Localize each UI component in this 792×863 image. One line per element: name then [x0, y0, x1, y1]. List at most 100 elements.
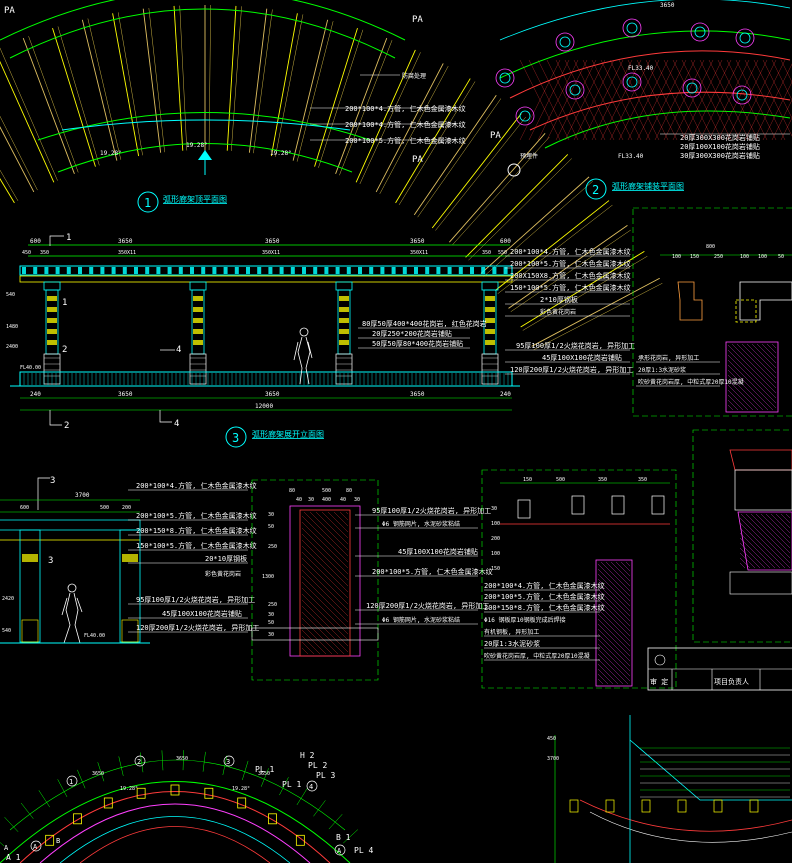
elev-dim-sub-5: 350X11: [410, 250, 428, 256]
rafter: [145, 267, 150, 274]
hatch-line: [744, 59, 786, 141]
roof-slat-edge: [57, 26, 100, 166]
column-band: [193, 329, 203, 334]
roof-slat-edge: [379, 65, 449, 194]
hatch-line: [597, 593, 631, 627]
roof-slat-edge: [522, 255, 648, 331]
column-base-outer: [622, 72, 642, 92]
bottom-dim-3: 3650: [258, 771, 270, 777]
hatch-line: [620, 561, 631, 572]
hatch-line: [760, 513, 791, 544]
rafter: [257, 267, 262, 274]
rafter: [122, 267, 127, 274]
hatch-line: [597, 618, 631, 652]
hatch-line: [727, 364, 774, 411]
plan2-callout-1: 20厚300X300花岗岩铺贴: [680, 133, 760, 142]
roof-slat-edge: [533, 283, 663, 351]
hatch-line: [301, 635, 321, 655]
hatch-line: [301, 587, 349, 635]
roof-slat-edge: [87, 18, 122, 160]
plan1-callout-1: 200*100*4.方管, 仁木色金属漆木纹: [345, 104, 466, 113]
rafter: [492, 267, 497, 274]
roof-slat: [0, 60, 55, 183]
section-callout-1: 200*100*4.方管, 仁木色金属漆木纹: [136, 481, 257, 490]
elev-title: 弧形廊架展开立面图: [252, 429, 324, 439]
hatch-line: [672, 59, 714, 141]
beam-dim-1: 150: [523, 477, 532, 483]
rafter: [111, 267, 116, 274]
roof-slat-edge: [318, 29, 364, 168]
roof-slat: [395, 78, 471, 204]
rafter: [279, 267, 284, 274]
tick: [202, 751, 206, 772]
rafter: [358, 267, 362, 274]
tick: [118, 756, 124, 776]
hatch-line: [301, 623, 333, 655]
column-footing: [268, 813, 277, 825]
plan2-title: 弧形廊架铺装平面图: [612, 181, 684, 191]
bottom-plan-dims: 3650 3650 3650 19.28° 19.28°: [92, 756, 270, 792]
joist: [749, 799, 759, 813]
hatch-line: [600, 59, 642, 141]
section-dim-2: 500: [100, 505, 109, 511]
rafter: [190, 267, 194, 274]
roof-slat-edge: [296, 21, 334, 162]
detail-top-right: 800 100 150 250 100 100 50 承形花岗岩, 异形加工 2…: [632, 207, 792, 417]
col-side-dim-2: 50: [268, 524, 274, 530]
hatch-line: [597, 583, 631, 617]
beam-callout-2: 200*100*5.方管, 仁木色金属漆木纹: [484, 592, 605, 601]
hatch-line: [636, 59, 678, 141]
bottom-dim-1: 3650: [92, 771, 104, 777]
roof-slat: [375, 63, 444, 193]
tick: [296, 787, 308, 806]
plan2-pa-label: PA: [490, 131, 501, 141]
column-base-inner: [626, 76, 638, 88]
rafter: [290, 267, 295, 274]
hatch-line: [301, 629, 327, 655]
beam-callouts: 200*100*4.方管, 仁木色金属漆木纹 200*100*5.方管, 仁木色…: [484, 581, 605, 661]
hatch-line: [727, 354, 777, 404]
hatch-line: [301, 515, 349, 563]
roof-slat: [335, 37, 388, 174]
elev-grid-1b: 1: [62, 298, 67, 308]
plan2-number: 2: [592, 183, 599, 197]
plan1-number-circle: [137, 191, 159, 213]
hatch-line: [345, 511, 349, 515]
elev-callout-9: 120厚200厚1/2火烧花岗岩, 异形加工: [510, 365, 633, 374]
column-base-inner: [569, 84, 581, 96]
column-base-outer: [515, 106, 535, 126]
hatch-line: [765, 513, 791, 539]
plan1-title: 弧形廊架顶平面图: [163, 194, 227, 204]
hatch-line: [739, 517, 791, 569]
hatch-line: [751, 343, 777, 369]
roof-slat-edge: [28, 36, 79, 173]
column-base-inner: [626, 22, 638, 34]
roof-slat: [355, 49, 416, 183]
hatch-line: [301, 647, 309, 655]
beam-dim-3: 350: [598, 477, 607, 483]
roof-slat-edge: [452, 136, 550, 246]
rafter: [167, 267, 172, 274]
column-band: [485, 340, 495, 345]
rafter: [313, 267, 318, 274]
column-base-inner: [499, 72, 511, 84]
bottom-dim-2: 3650: [176, 756, 188, 762]
hatch-line: [654, 59, 696, 141]
elev-callout-8: 45厚100X100花岗岩铺贴: [542, 353, 622, 362]
rafter: [178, 267, 183, 274]
elev-left-dim-1: 540: [6, 292, 15, 298]
column-footing: [295, 834, 305, 846]
roof-slats: [0, 5, 663, 351]
hatch-line: [301, 605, 349, 653]
hatch-line: [301, 617, 339, 655]
section-callout-5: 20*10厚钢板: [205, 554, 247, 563]
bottom-grid-b: B: [56, 837, 60, 845]
hatch-line: [771, 59, 792, 101]
bottom-tag-3: PL 2: [308, 761, 327, 770]
section-column-left: [19, 529, 41, 643]
section-callout-8: 45厚100X100花岗岩铺贴: [162, 609, 242, 618]
joist: [677, 799, 687, 813]
hatch-line: [301, 545, 349, 593]
hatch-line: [766, 343, 777, 354]
elev-dim-bottom-3: 3650: [265, 391, 280, 398]
